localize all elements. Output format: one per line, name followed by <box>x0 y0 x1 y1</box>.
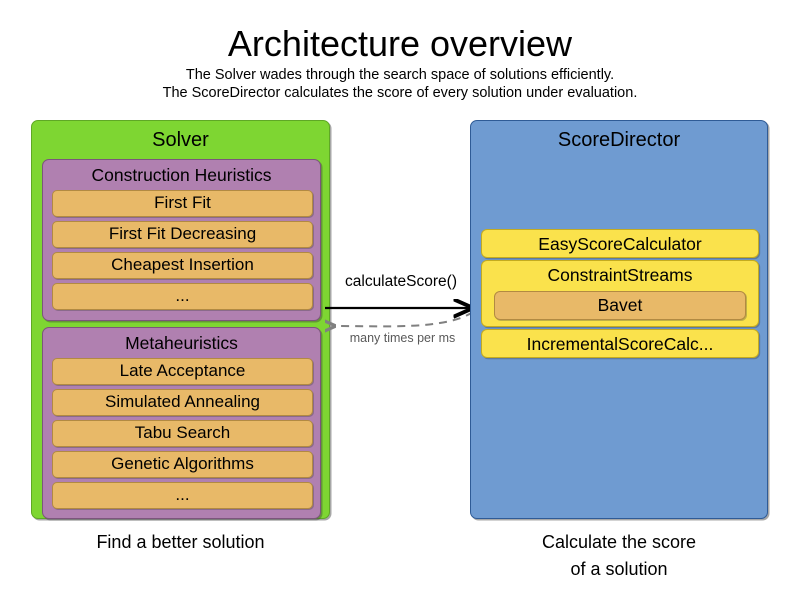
solver-caption: Find a better solution <box>96 532 265 552</box>
constraint-streams-label: ConstraintStreams <box>547 265 693 285</box>
arrow-group <box>325 268 474 343</box>
construction-heuristics-title: Construction Heuristics <box>91 165 272 185</box>
score-director-panel-title: ScoreDirector <box>557 129 681 151</box>
algorithm-item-first-fit[interactable]: First Fit <box>52 190 313 217</box>
score-calculator-easy[interactable]: EasyScoreCalculator <box>481 229 759 258</box>
score-calculator-constraint-streams[interactable]: ConstraintStreams Bavet <box>481 260 759 327</box>
algorithm-item-simulated-annealing[interactable]: Simulated Annealing <box>52 389 313 416</box>
many-times-per-ms-label: many times per ms <box>349 331 456 345</box>
bavet-box[interactable]: Bavet <box>494 291 746 320</box>
score-director-panel: ScoreDirector EasyScoreCalculator Constr… <box>470 120 768 519</box>
solver-panel: Solver Construction Heuristics First Fit… <box>31 120 330 519</box>
solver-panel-title: Solver <box>152 129 209 151</box>
diagram-header: Architecture overview The Solver wades t… <box>0 22 800 102</box>
metaheuristics-title: Metaheuristics <box>125 333 238 353</box>
algorithm-item-cheapest-insertion[interactable]: Cheapest Insertion <box>52 252 313 279</box>
algorithm-item-genetic-algorithms[interactable]: Genetic Algorithms <box>52 451 313 478</box>
algorithm-item-first-fit-decreasing[interactable]: First Fit Decreasing <box>52 221 313 248</box>
algorithm-item-tabu-search[interactable]: Tabu Search <box>52 420 313 447</box>
metaheuristics-group: Metaheuristics Late Acceptance Simulated… <box>42 327 321 519</box>
calculate-score-label: calculateScore() <box>345 273 457 290</box>
algorithm-item-late-acceptance[interactable]: Late Acceptance <box>52 358 313 385</box>
algorithm-item-more-mh[interactable]: ... <box>52 482 313 509</box>
page-title: Architecture overview <box>227 23 573 64</box>
score-director-caption: Calculate the score of a solution <box>470 529 768 583</box>
subtitle-line-1: The Solver wades through the search spac… <box>185 67 615 83</box>
algorithm-item-more-ch[interactable]: ... <box>52 283 313 310</box>
score-calculator-incremental[interactable]: IncrementalScoreCalc... <box>481 329 759 358</box>
score-director-caption-line-1: Calculate the score <box>541 532 697 552</box>
construction-heuristics-group: Construction Heuristics First Fit First … <box>42 159 321 321</box>
subtitle-line-2: The ScoreDirector calculates the score o… <box>162 85 638 101</box>
score-director-caption-line-2: of a solution <box>570 559 668 579</box>
many-times-per-ms-arrow <box>334 311 474 326</box>
